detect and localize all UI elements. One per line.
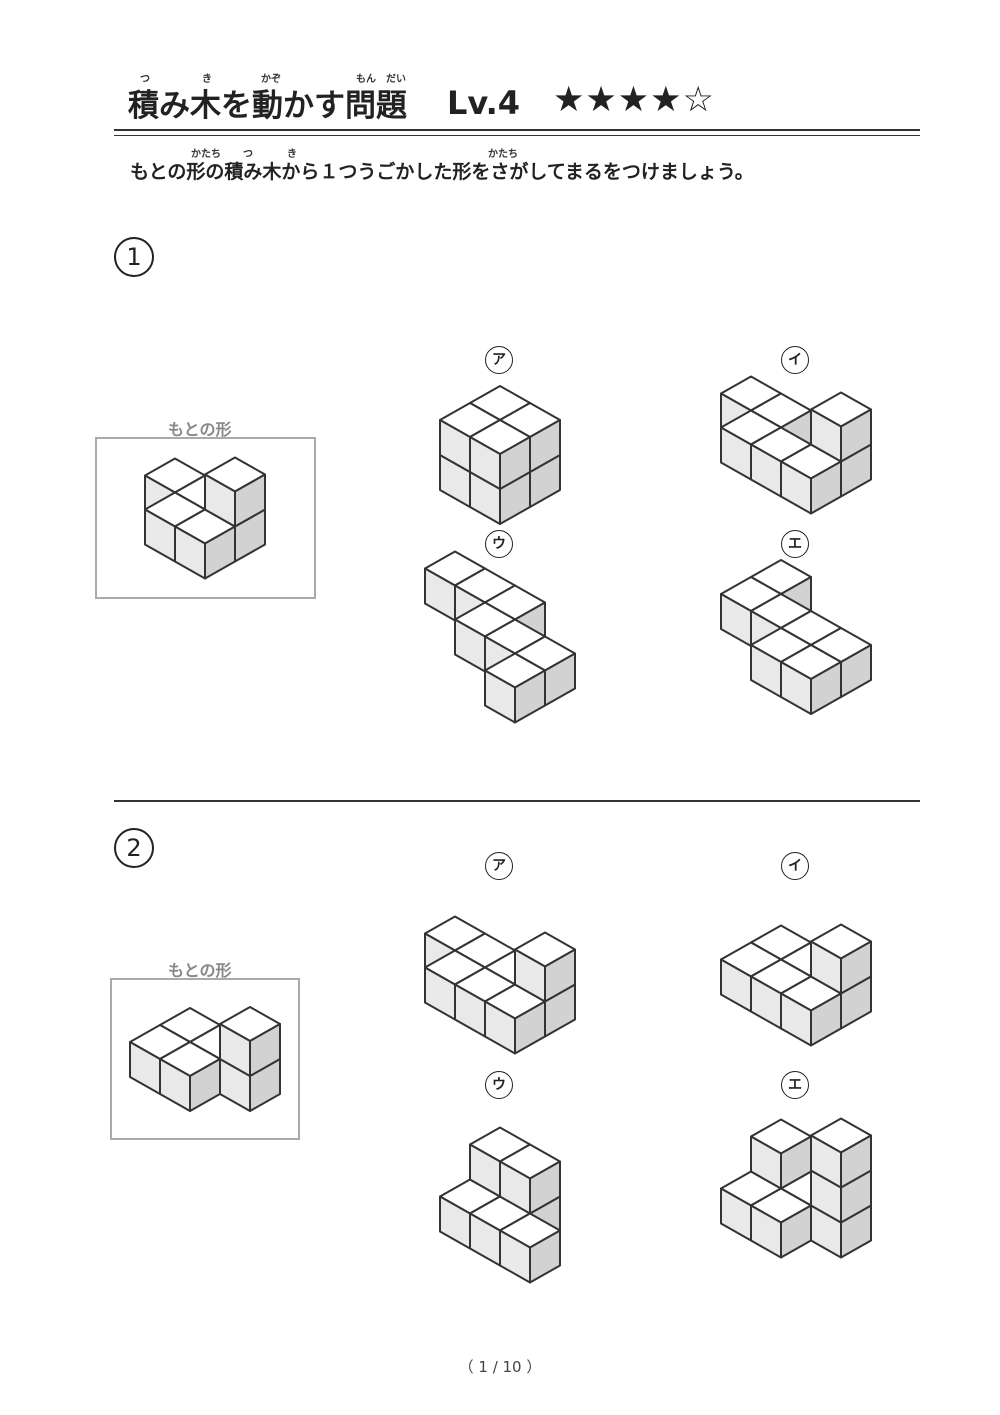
header-rule — [114, 129, 920, 131]
original-shape-label-1: もとの形 — [168, 420, 232, 439]
cube-right-face — [840, 940, 872, 995]
title-ruby-1: つ — [140, 74, 150, 85]
option-shape-2b[interactable] — [720, 923, 872, 1047]
instr-ruby-2: つ — [243, 149, 253, 160]
cube-right-face — [810, 460, 842, 515]
option-label-1a[interactable]: ア — [485, 346, 513, 374]
cube-right-face — [234, 473, 266, 528]
cube-right-face — [840, 1134, 872, 1189]
cube-right-face — [499, 436, 531, 490]
option-label-2d[interactable]: エ — [781, 1071, 809, 1099]
option-shape-1d[interactable] — [720, 559, 872, 715]
cube-right-face — [514, 669, 546, 724]
cube-right-face — [529, 1229, 561, 1284]
level-label: Lv.4 — [447, 84, 521, 122]
option-label-1c[interactable]: ウ — [485, 530, 513, 558]
cube-right-face — [529, 1160, 561, 1215]
option-shape-2a[interactable] — [424, 915, 576, 1055]
original-shape-box-1 — [95, 437, 316, 599]
option-shape-2c[interactable] — [439, 1126, 561, 1284]
question-number-1: 1 — [114, 237, 154, 277]
cube-right-face — [780, 1204, 812, 1259]
title-ruby-5: だい — [386, 74, 406, 85]
cube-right-face — [544, 948, 576, 1003]
option-shape-2d[interactable] — [720, 1117, 872, 1259]
instr-ruby-3: き — [287, 149, 297, 160]
title-ruby-2: き — [202, 74, 212, 85]
option-label-1d[interactable]: エ — [781, 530, 809, 558]
option-label-2b[interactable]: イ — [781, 852, 809, 880]
instr-ruby-4: かたち — [488, 149, 518, 160]
option-label-2a[interactable]: ア — [485, 852, 513, 880]
cube-right-face — [810, 661, 842, 715]
original-shape-box-2 — [110, 978, 300, 1140]
option-label-1b[interactable]: イ — [781, 346, 809, 374]
cube-right-face — [810, 992, 842, 1047]
option-shape-1a[interactable] — [439, 385, 561, 525]
instr-ruby-1: かたち — [191, 149, 221, 160]
title-ruby-3: かぞ — [261, 74, 281, 85]
instruction-text: もとの形の積み木から１つうごかした形をさがしてまるをつけましょう。 — [130, 161, 754, 183]
cube-right-face — [840, 408, 872, 463]
original-shape-1 — [144, 456, 266, 580]
original-shape-2 — [129, 1006, 281, 1112]
page-number: （ 1 / 10 ） — [458, 1358, 542, 1376]
section-divider — [114, 800, 920, 802]
cube-right-face — [514, 1000, 546, 1055]
original-shape-label-2: もとの形 — [168, 961, 232, 980]
difficulty-stars: ★★★★☆ — [553, 80, 715, 120]
question-number-2: 2 — [114, 828, 154, 868]
header-rule-thin — [114, 135, 920, 136]
title-ruby-4: もん — [356, 74, 376, 85]
option-label-2c[interactable]: ウ — [485, 1071, 513, 1099]
option-shape-1c[interactable] — [424, 550, 576, 724]
cube-right-face — [249, 1023, 281, 1077]
cube-right-face — [204, 525, 236, 580]
page-title: 積み木を動かす問題 — [128, 88, 407, 124]
option-shape-1b[interactable] — [720, 375, 872, 515]
